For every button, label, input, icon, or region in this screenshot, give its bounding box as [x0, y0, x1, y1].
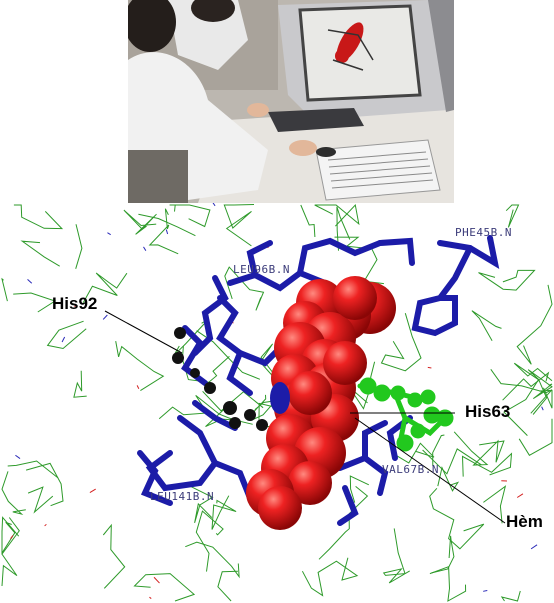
backbone-strand: [211, 495, 237, 530]
backbone-strand: [500, 590, 521, 602]
residue-label-phe45b: PHE45B.N: [455, 226, 512, 239]
heme-group-spheres: [246, 276, 396, 530]
backbone-strand: [20, 240, 60, 267]
backbone-strand: [471, 310, 502, 342]
backbone-strand: [301, 557, 359, 597]
backbone-strand: [490, 369, 553, 414]
bond-accent: [483, 589, 488, 592]
bond-accent: [44, 523, 47, 527]
bond-accent: [89, 488, 96, 494]
backbone-strand: [13, 292, 57, 313]
backbone-strand: [7, 460, 59, 479]
backbone-strand: [429, 487, 485, 550]
callout-leader-lines: [104, 310, 506, 524]
residue-label-leu96b: LEU96B.N: [233, 263, 290, 276]
backbone-strand: [394, 442, 435, 464]
bond-accent: [102, 314, 108, 320]
backbone-strand: [483, 485, 507, 524]
bond-accent: [516, 493, 524, 498]
backbone-strand: [82, 272, 128, 303]
backbone-strand: [138, 213, 196, 237]
backbone-strand: [188, 484, 214, 524]
residue-label-leu141b: LEU141B.N: [150, 490, 215, 503]
bond-accent: [541, 406, 544, 411]
backbone-strand: [73, 370, 87, 398]
backbone-strand: [300, 204, 316, 238]
backbone-strand: [437, 466, 460, 492]
backbone-strand: [115, 341, 165, 392]
backbone-strand: [169, 204, 211, 228]
backbone-strand: [133, 573, 196, 602]
backbone-strand: [478, 269, 536, 291]
backbone-strand: [422, 448, 482, 475]
backbone-strand: [336, 206, 351, 251]
lab-photo: [128, 0, 454, 203]
backbone-strand: [429, 565, 467, 602]
backbone-strand: [502, 371, 550, 401]
backbone-strand: [202, 390, 264, 412]
callout-his92: His92: [52, 294, 98, 313]
bond-accent: [136, 385, 140, 389]
backbone-strand: [27, 486, 54, 514]
heme-atom-sphere: [288, 461, 332, 505]
backbone-strand: [382, 528, 410, 584]
bond-accent: [27, 279, 33, 284]
backbone-strand: [431, 535, 455, 574]
his63-residue: [357, 377, 454, 452]
backbone-strand: [1, 277, 8, 302]
bond-accent: [15, 454, 21, 459]
residue-label-val67b: VAL67B.N: [382, 463, 439, 476]
backbone-strand: [505, 204, 520, 228]
backbone-strand: [102, 523, 126, 589]
backbone-strand: [503, 362, 553, 436]
bond-accent: [153, 576, 160, 584]
callout-hem: Hèm: [506, 512, 543, 531]
backbone-strand: [518, 418, 553, 456]
backbone-strand: [380, 313, 422, 372]
bond-accent: [427, 366, 432, 369]
heme-atom-sphere: [323, 341, 367, 385]
his92-residue: [172, 327, 268, 431]
backbone-strand: [217, 570, 238, 602]
backbone-strand: [527, 369, 553, 415]
backbone-strand: [223, 204, 255, 247]
backbone-strand: [453, 431, 505, 466]
backbone-strand: [314, 203, 360, 227]
heme-atom-sphere: [288, 371, 332, 415]
bond-accent: [212, 203, 216, 207]
backbone-strand: [246, 394, 277, 422]
heme-binding-site-graphic: [1, 203, 553, 602]
callout-his63: His63: [465, 402, 511, 421]
bond-accent: [74, 304, 77, 307]
bond-accent: [530, 544, 538, 550]
molecule-panel: LEU96B.N PHE45B.N VAL67B.N LEU141B.N His…: [0, 203, 554, 603]
backbone-strand: [1, 516, 20, 555]
backbone-strand: [224, 266, 265, 311]
backbone-strand: [75, 224, 83, 269]
backbone-strand: [13, 204, 64, 230]
backbone-strand: [46, 320, 87, 350]
heme-atom-sphere: [258, 486, 302, 530]
backbone-strand: [123, 209, 157, 235]
backbone-strand: [1, 517, 20, 587]
bond-accent: [10, 535, 14, 539]
backbone-strand: [25, 462, 64, 507]
bond-accent: [149, 596, 152, 599]
backbone-strand: [318, 486, 369, 560]
backbone-strand: [148, 208, 179, 255]
bond-accent: [165, 229, 169, 235]
heme-atom-sphere: [333, 276, 377, 320]
bond-accent: [143, 246, 147, 251]
lab-computer-photo-icon: [128, 0, 454, 203]
bond-accent: [107, 232, 111, 236]
backbone-strand: [195, 510, 224, 572]
backbone-strand: [1, 471, 26, 516]
backbone-strand: [185, 541, 240, 579]
iron-atom: [270, 382, 290, 414]
backbone-strand: [461, 452, 513, 477]
backbone-strand: [516, 284, 553, 365]
backbone-strand: [539, 387, 553, 409]
bond-accent: [61, 336, 66, 343]
backbone-strand: [349, 475, 370, 503]
